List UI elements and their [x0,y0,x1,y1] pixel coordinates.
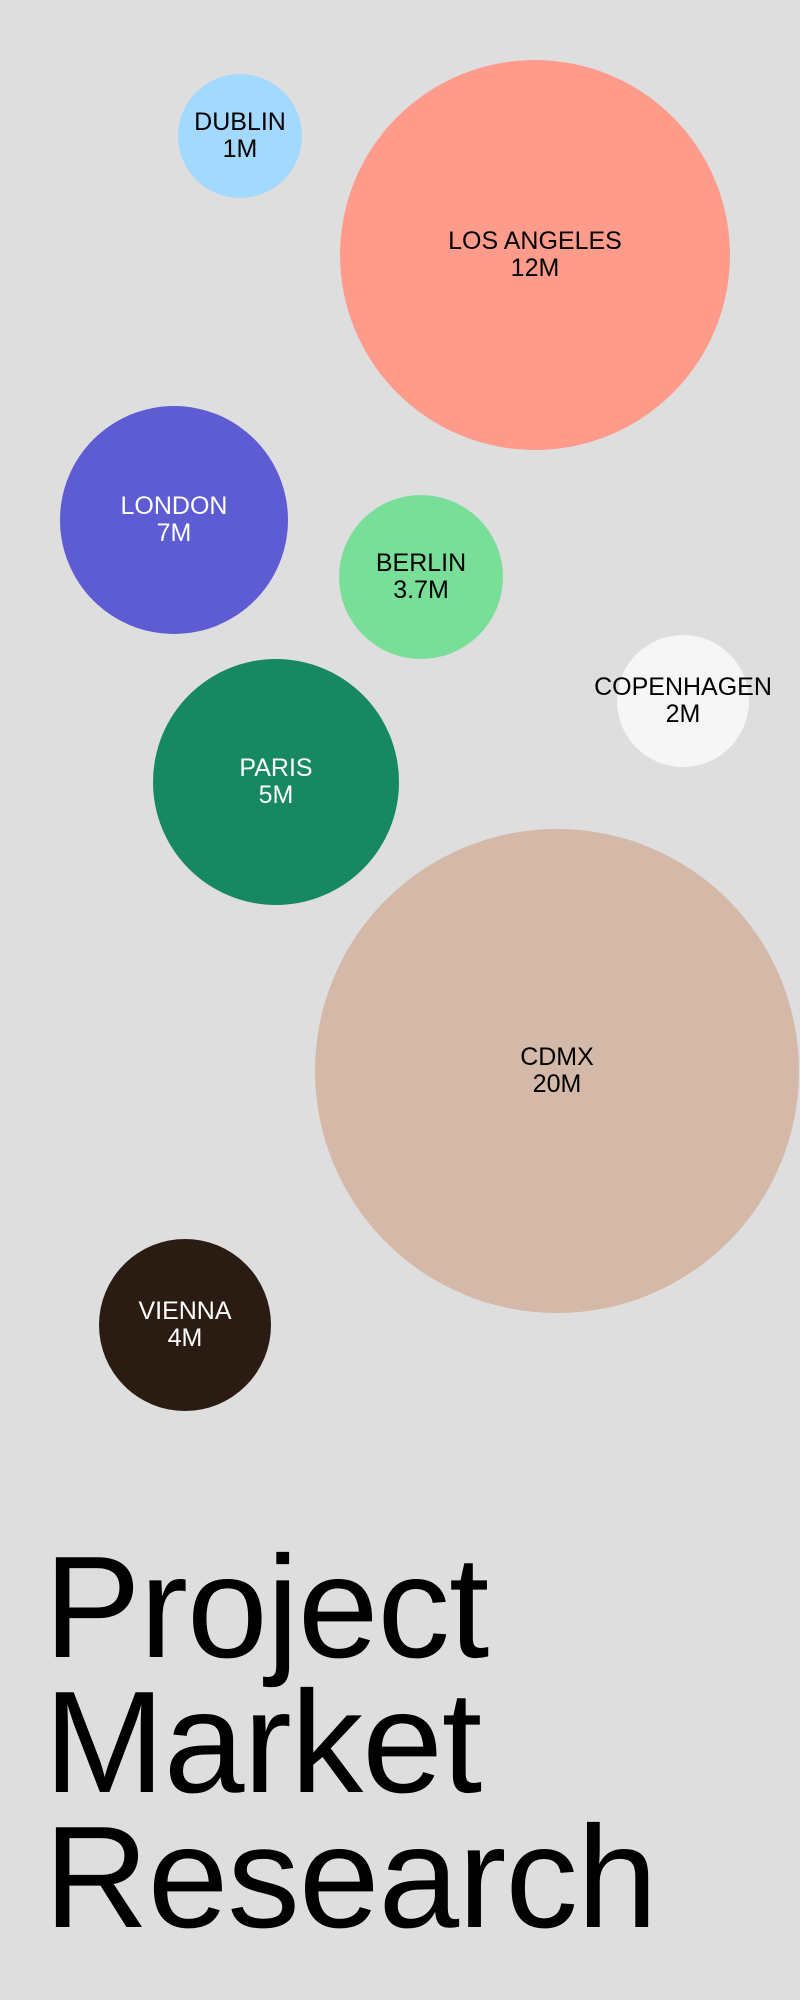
bubble-cdmx: CDMX 20M [315,829,799,1313]
bubble-london: LONDON 7M [60,406,288,634]
bubble-value: 20M [532,1070,582,1098]
bubble-label: COPENHAGEN [594,673,772,701]
bubble-chart: DUBLIN 1M LOS ANGELES 12M LONDON 7M BERL… [60,60,799,1411]
title-line-3: Research [44,1796,658,1958]
bubble-berlin: BERLIN 3.7M [339,495,503,659]
bubble-copenhagen: COPENHAGEN 2M [594,635,772,767]
bubble-label: VIENNA [138,1297,232,1325]
bubble-label: PARIS [239,754,313,782]
bubble-label: DUBLIN [194,108,286,136]
bubble-label: CDMX [520,1043,594,1071]
bubble-label: LONDON [120,492,228,520]
bubble-vienna: VIENNA 4M [99,1239,271,1411]
title-line-2: Market [44,1661,482,1823]
bubble-value: 2M [665,700,701,728]
bubble-paris: PARIS 5M [153,659,399,905]
bubble-los-angeles: LOS ANGELES 12M [340,60,730,450]
bubble-value: 7M [156,519,192,547]
bubble-dublin: DUBLIN 1M [178,74,302,198]
page-title: Project Market Research [44,1526,658,1958]
bubble-value: 1M [222,135,258,163]
bubble-value: 3.7M [393,576,449,604]
bubble-value: 12M [510,254,560,282]
bubble-value: 5M [258,781,294,809]
bubble-label: LOS ANGELES [448,227,622,255]
title-line-1: Project [44,1526,489,1688]
bubble-label: BERLIN [375,549,467,577]
bubble-value: 4M [167,1324,203,1352]
